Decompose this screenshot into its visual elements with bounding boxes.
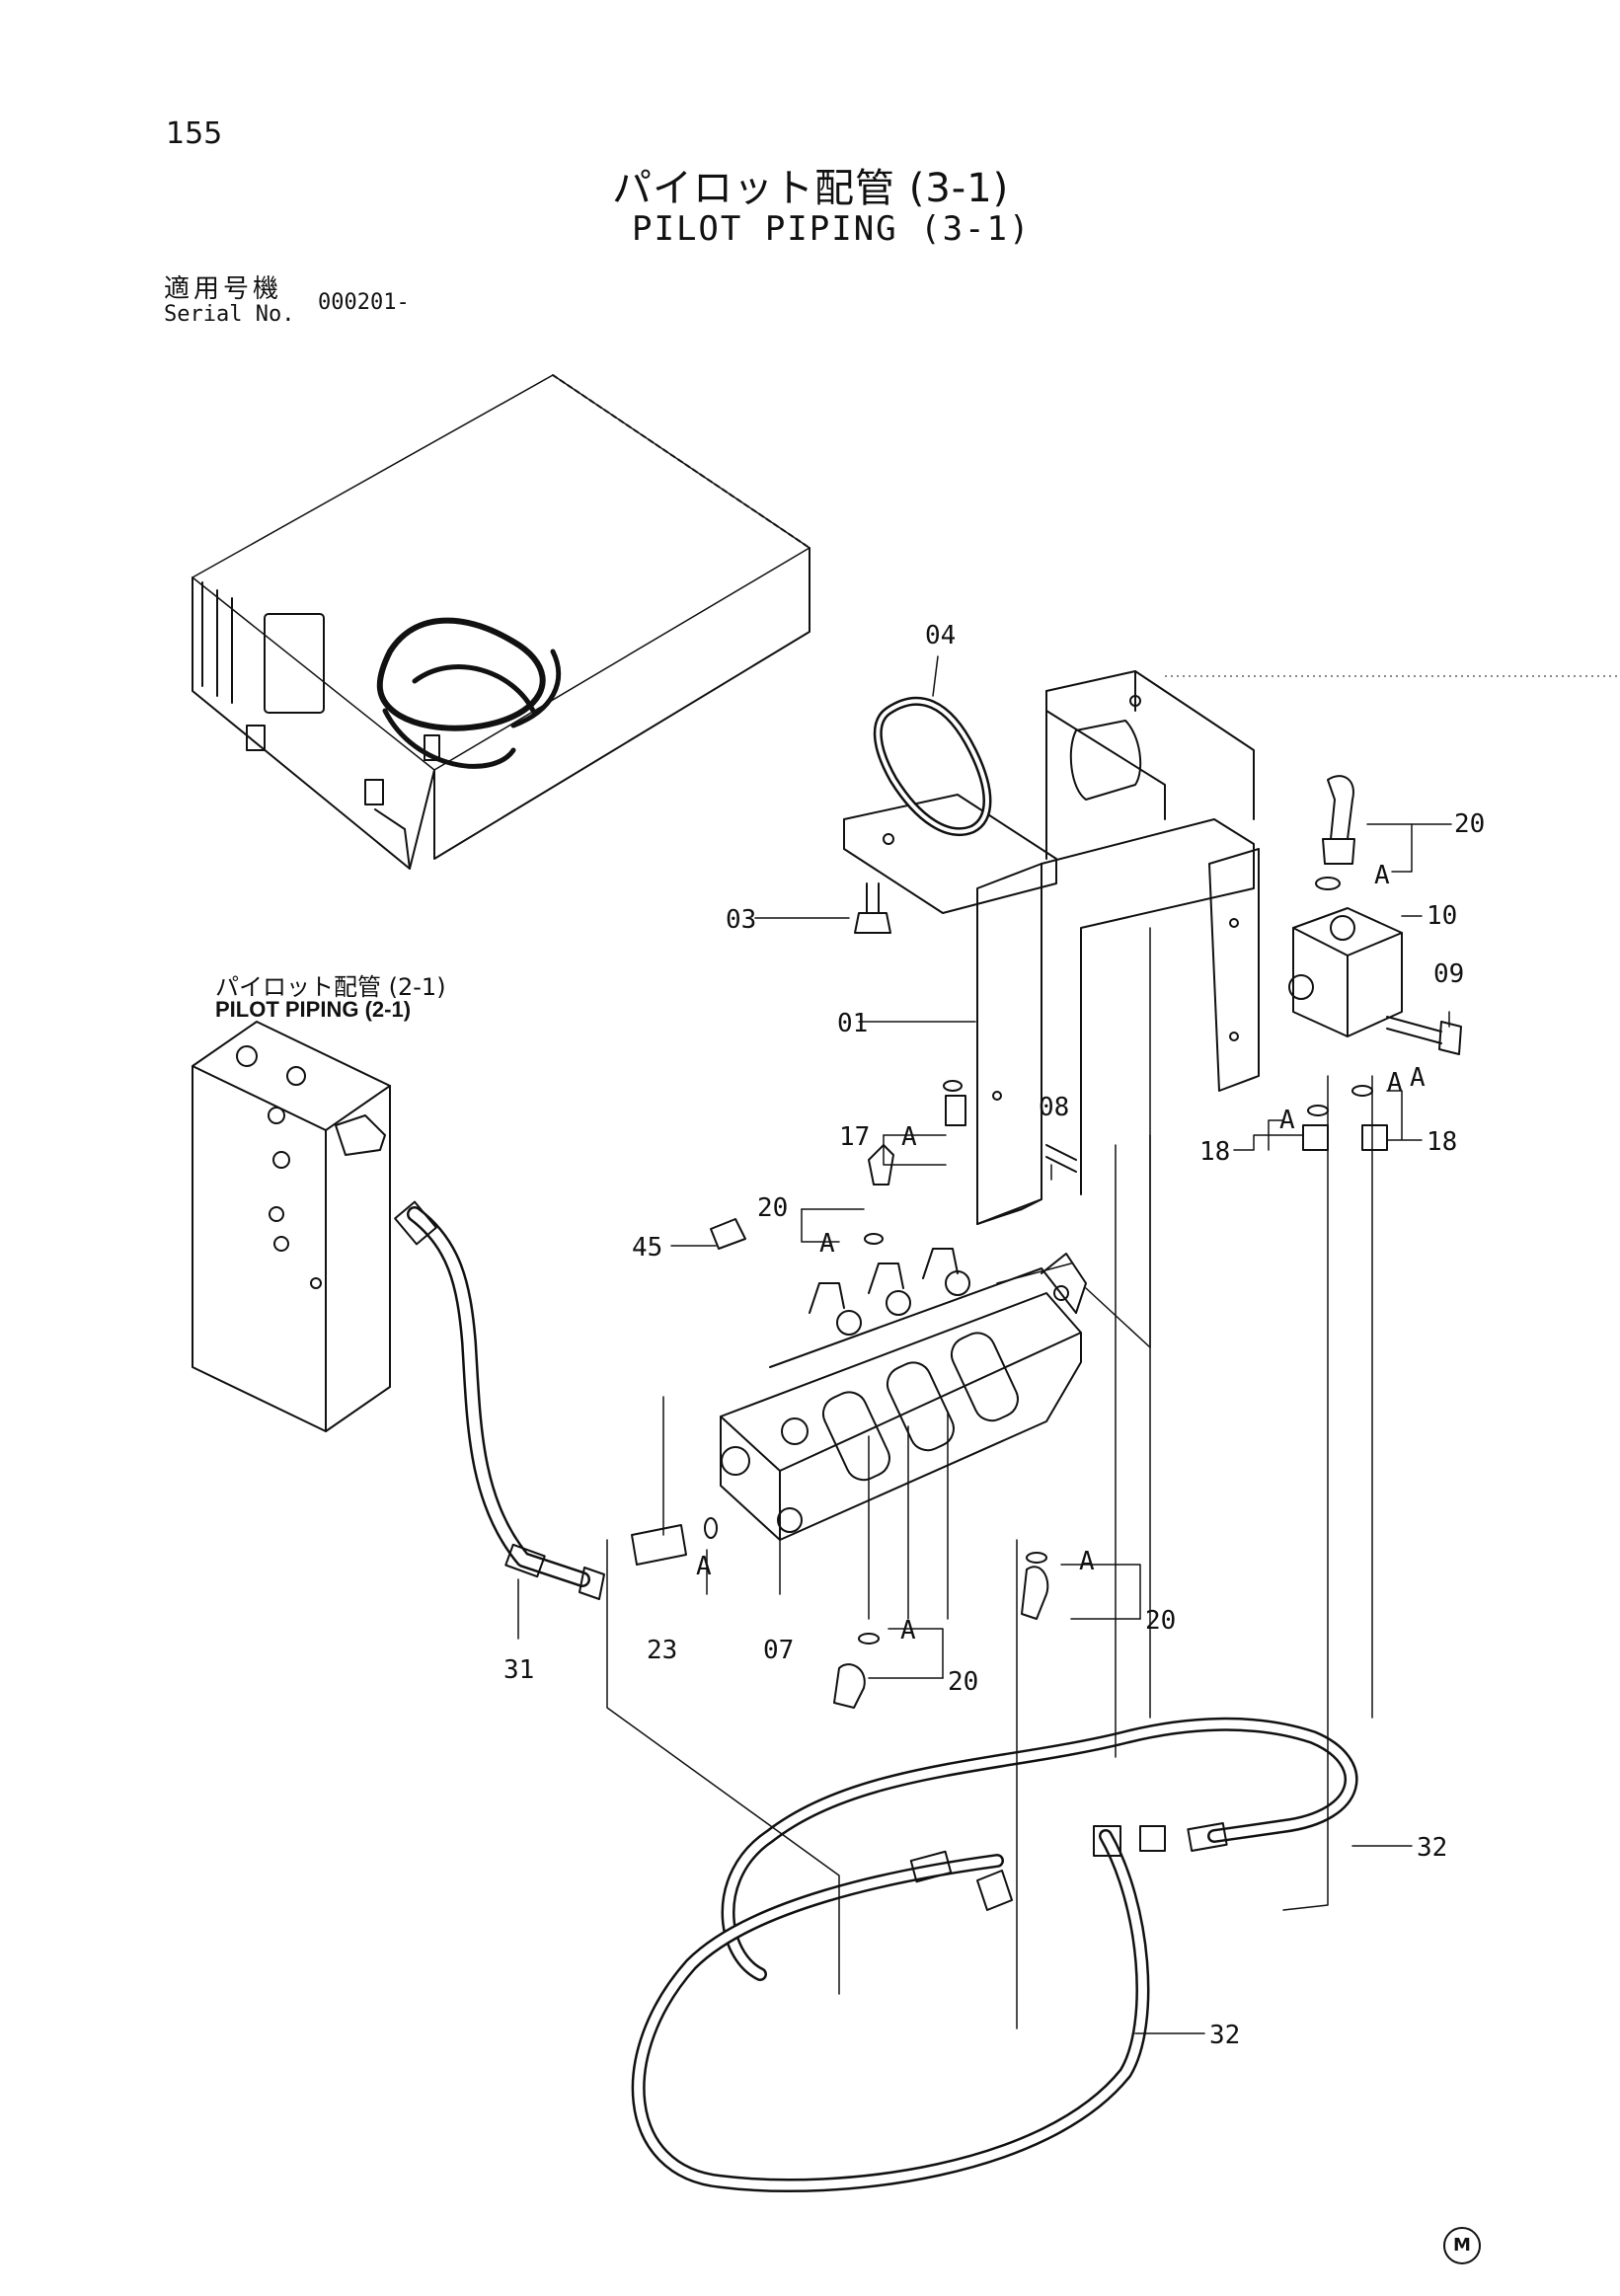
o-ring-a-label: A — [1410, 1063, 1426, 1093]
leader-lines — [517, 655, 1452, 2034]
m-mark-symbol: M — [1443, 2227, 1481, 2264]
fittings — [631, 877, 1388, 1709]
o-ring-a-label: A — [696, 1552, 712, 1581]
o-ring-a-label: A — [900, 1616, 916, 1645]
callout-08: 08 — [1039, 1093, 1069, 1122]
callout-03: 03 — [726, 905, 756, 935]
callout-31: 31 — [503, 1655, 534, 1685]
callout-04: 04 — [925, 621, 956, 651]
callout-labels: 04 03 01 17 08 20 45 20 10 09 18 18 23 0… — [503, 621, 1485, 2050]
hoses-32 — [631, 1717, 1358, 2193]
callout-18: 18 — [1199, 1137, 1230, 1167]
callout-23: 23 — [647, 1636, 677, 1665]
callout-07: 07 — [763, 1636, 794, 1665]
o-ring-a-label: A — [1387, 1068, 1403, 1098]
o-ring-a-label: A — [1374, 861, 1390, 890]
pilot-valve-block-reference — [192, 1021, 391, 1432]
serial-label-english: Serial No. — [164, 302, 295, 327]
callout-20: 20 — [1145, 1606, 1176, 1636]
callout-20: 20 — [948, 1667, 978, 1697]
machine-overview-illustration — [192, 374, 810, 870]
o-ring-a-label: A — [901, 1122, 917, 1152]
callout-20: 20 — [1454, 809, 1485, 839]
title-japanese: パイロット配管 (3-1) — [612, 166, 1010, 211]
callout-32: 32 — [1417, 1833, 1447, 1863]
callout-17: 17 — [839, 1122, 870, 1152]
reference-title-english: PILOT PIPING (2-1) — [215, 997, 412, 1022]
reference-title-japanese: パイロット配管 (2-1) — [215, 973, 446, 1001]
callout-20: 20 — [757, 1193, 788, 1223]
bolt-03 — [854, 882, 891, 934]
callout-45: 45 — [632, 1233, 662, 1263]
serial-number-value: 000201- — [318, 290, 410, 315]
o-ring-a-label: A — [819, 1229, 835, 1259]
valve-block-10 — [1288, 775, 1462, 1055]
callout-09: 09 — [1433, 959, 1464, 989]
bracket-01 — [843, 670, 1260, 1225]
serial-label-japanese: 適用号機 — [164, 274, 283, 304]
hose-31 — [394, 1200, 605, 1600]
title-english: PILOT PIPING (3-1) — [632, 209, 1032, 249]
callout-18: 18 — [1427, 1127, 1457, 1157]
control-valve-07 — [720, 1248, 1087, 1541]
callout-01: 01 — [837, 1009, 868, 1038]
o-ring-a-label: A — [1079, 1547, 1095, 1576]
o-ring-markers: A A A A A A A A A — [696, 861, 1426, 1645]
callout-10: 10 — [1427, 901, 1457, 931]
o-ring-a-label: A — [1279, 1106, 1295, 1135]
seal-04 — [873, 696, 992, 837]
page-number: 155 — [166, 116, 223, 151]
callout-32: 32 — [1209, 2021, 1240, 2050]
pipe-routing-lines — [606, 927, 1373, 2029]
